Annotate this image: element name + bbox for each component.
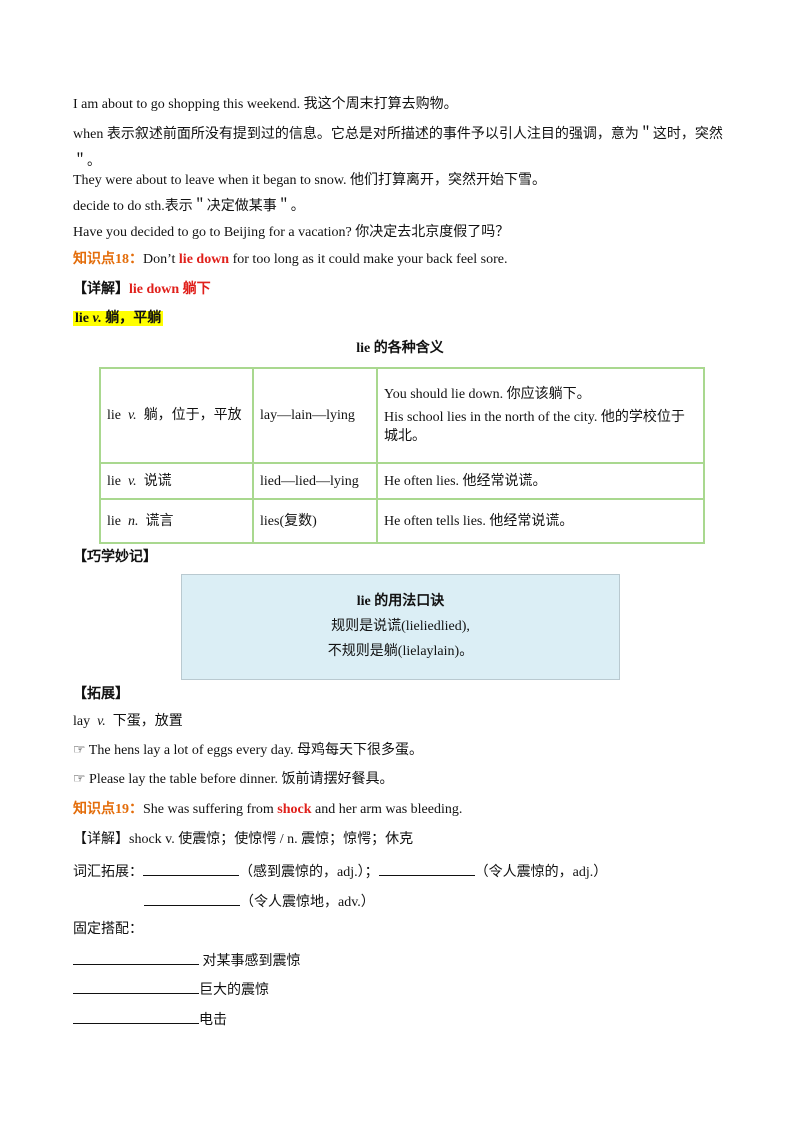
fixed-label: 固定搭配： <box>73 922 143 937</box>
text-line: Have you decided to go to Beijing for a … <box>73 225 510 240</box>
vocab-line: 词汇拓展：（感到震惊的，adj.）；（令人震惊的，adj.） <box>73 861 740 882</box>
fill-blank[interactable] <box>143 861 239 876</box>
table-cell: lie v. 说谎 <box>99 462 254 500</box>
table-cell: You should lie down. 你应该躺下。 His school l… <box>376 367 705 464</box>
text-line: They were about to leave when it began t… <box>73 173 547 188</box>
memo-box: lie 的用法口诀 规则是说谎(lieliedlied), 不规则是躺(liel… <box>181 574 620 680</box>
memo-line: 不规则是躺(lielaylain)。 <box>327 644 474 659</box>
extension-definition: lay v. 下蛋，放置 <box>73 714 183 729</box>
table-cell: lies(复数) <box>252 498 378 544</box>
table-cell: lay—lain—lying <box>252 367 378 464</box>
detail-line: 【详解】shock v. 使震惊；使惊愕 / n. 震惊；惊愕；休克 <box>73 832 414 847</box>
table-cell: He often tells lies. 他经常说谎。 <box>376 498 705 544</box>
memo-line: 规则是说谎(lieliedlied), <box>331 619 470 634</box>
detail-line: 【详解】lie down 躺下 <box>73 281 740 299</box>
example-line: ☞ Please lay the table before dinner. 饭前… <box>73 772 394 787</box>
knowledge-point-19: 知识点19：She was suffering from shock and h… <box>73 801 740 819</box>
table-cell: lied—lied—lying <box>252 462 378 500</box>
text-paragraph: when 表示叙述前面所没有提到过的信息。它总是对所描述的事件予以引人注目的强调… <box>73 127 723 169</box>
detail-value: lie down 躺下 <box>129 282 211 297</box>
table-row: lie n. 谎言 lies(复数) He often tells lies. … <box>99 498 705 544</box>
fill-blank[interactable] <box>73 979 199 994</box>
fixed-line: 巨大的震惊 <box>73 979 740 1000</box>
knowledge-point-18: 知识点18：Don’t lie down for too long as it … <box>73 251 740 269</box>
detail-label: 【详解】 <box>73 282 129 297</box>
table-row: lie v. 说谎 lied—lied—lying He often lies.… <box>99 462 705 500</box>
table-row: lie v. 躺，位于，平放 lay—lain—lying You should… <box>99 367 705 464</box>
lie-meanings-table: lie v. 躺，位于，平放 lay—lain—lying You should… <box>99 367 705 544</box>
text-line: I am about to go shopping this weekend. … <box>73 97 458 112</box>
kp-label: 知识点18： <box>73 252 143 267</box>
example-line: ☞ The hens lay a lot of eggs every day. … <box>73 743 424 758</box>
fill-blank[interactable] <box>73 1009 199 1024</box>
kp-text: Don’t <box>143 252 179 267</box>
table-cell: lie n. 谎言 <box>99 498 254 544</box>
fixed-line: 电击 <box>73 1009 740 1030</box>
fill-blank[interactable] <box>73 950 199 965</box>
fill-blank[interactable] <box>144 891 240 906</box>
kp-key: shock <box>277 802 312 817</box>
vocab-line: （令人震惊地，adv.） <box>144 891 740 912</box>
memo-label: 【巧学妙记】 <box>73 550 157 565</box>
extension-label: 【拓展】 <box>73 687 129 702</box>
text-line: decide to do sth.表示＂决定做某事＂。 <box>73 199 305 214</box>
kp-text: She was suffering from <box>143 802 278 817</box>
kp-text: and her arm was bleeding. <box>311 802 463 817</box>
kp-label: 知识点19： <box>73 802 143 817</box>
fixed-line: 对某事感到震惊 <box>73 950 740 971</box>
table-cell: lie v. 躺，位于，平放 <box>99 367 254 464</box>
table-cell: He often lies. 他经常说谎。 <box>376 462 705 500</box>
table-title: lie 的各种含义 <box>356 341 444 356</box>
kp-key: lie down <box>178 252 230 267</box>
highlight-definition: lie v. 躺，平躺 <box>73 311 164 326</box>
highlight-line: lie v. 躺，平躺 <box>73 310 740 328</box>
memo-title: lie 的用法口诀 <box>356 594 445 609</box>
kp-text: for too long as it could make your back … <box>229 252 508 267</box>
fill-blank[interactable] <box>378 861 475 876</box>
